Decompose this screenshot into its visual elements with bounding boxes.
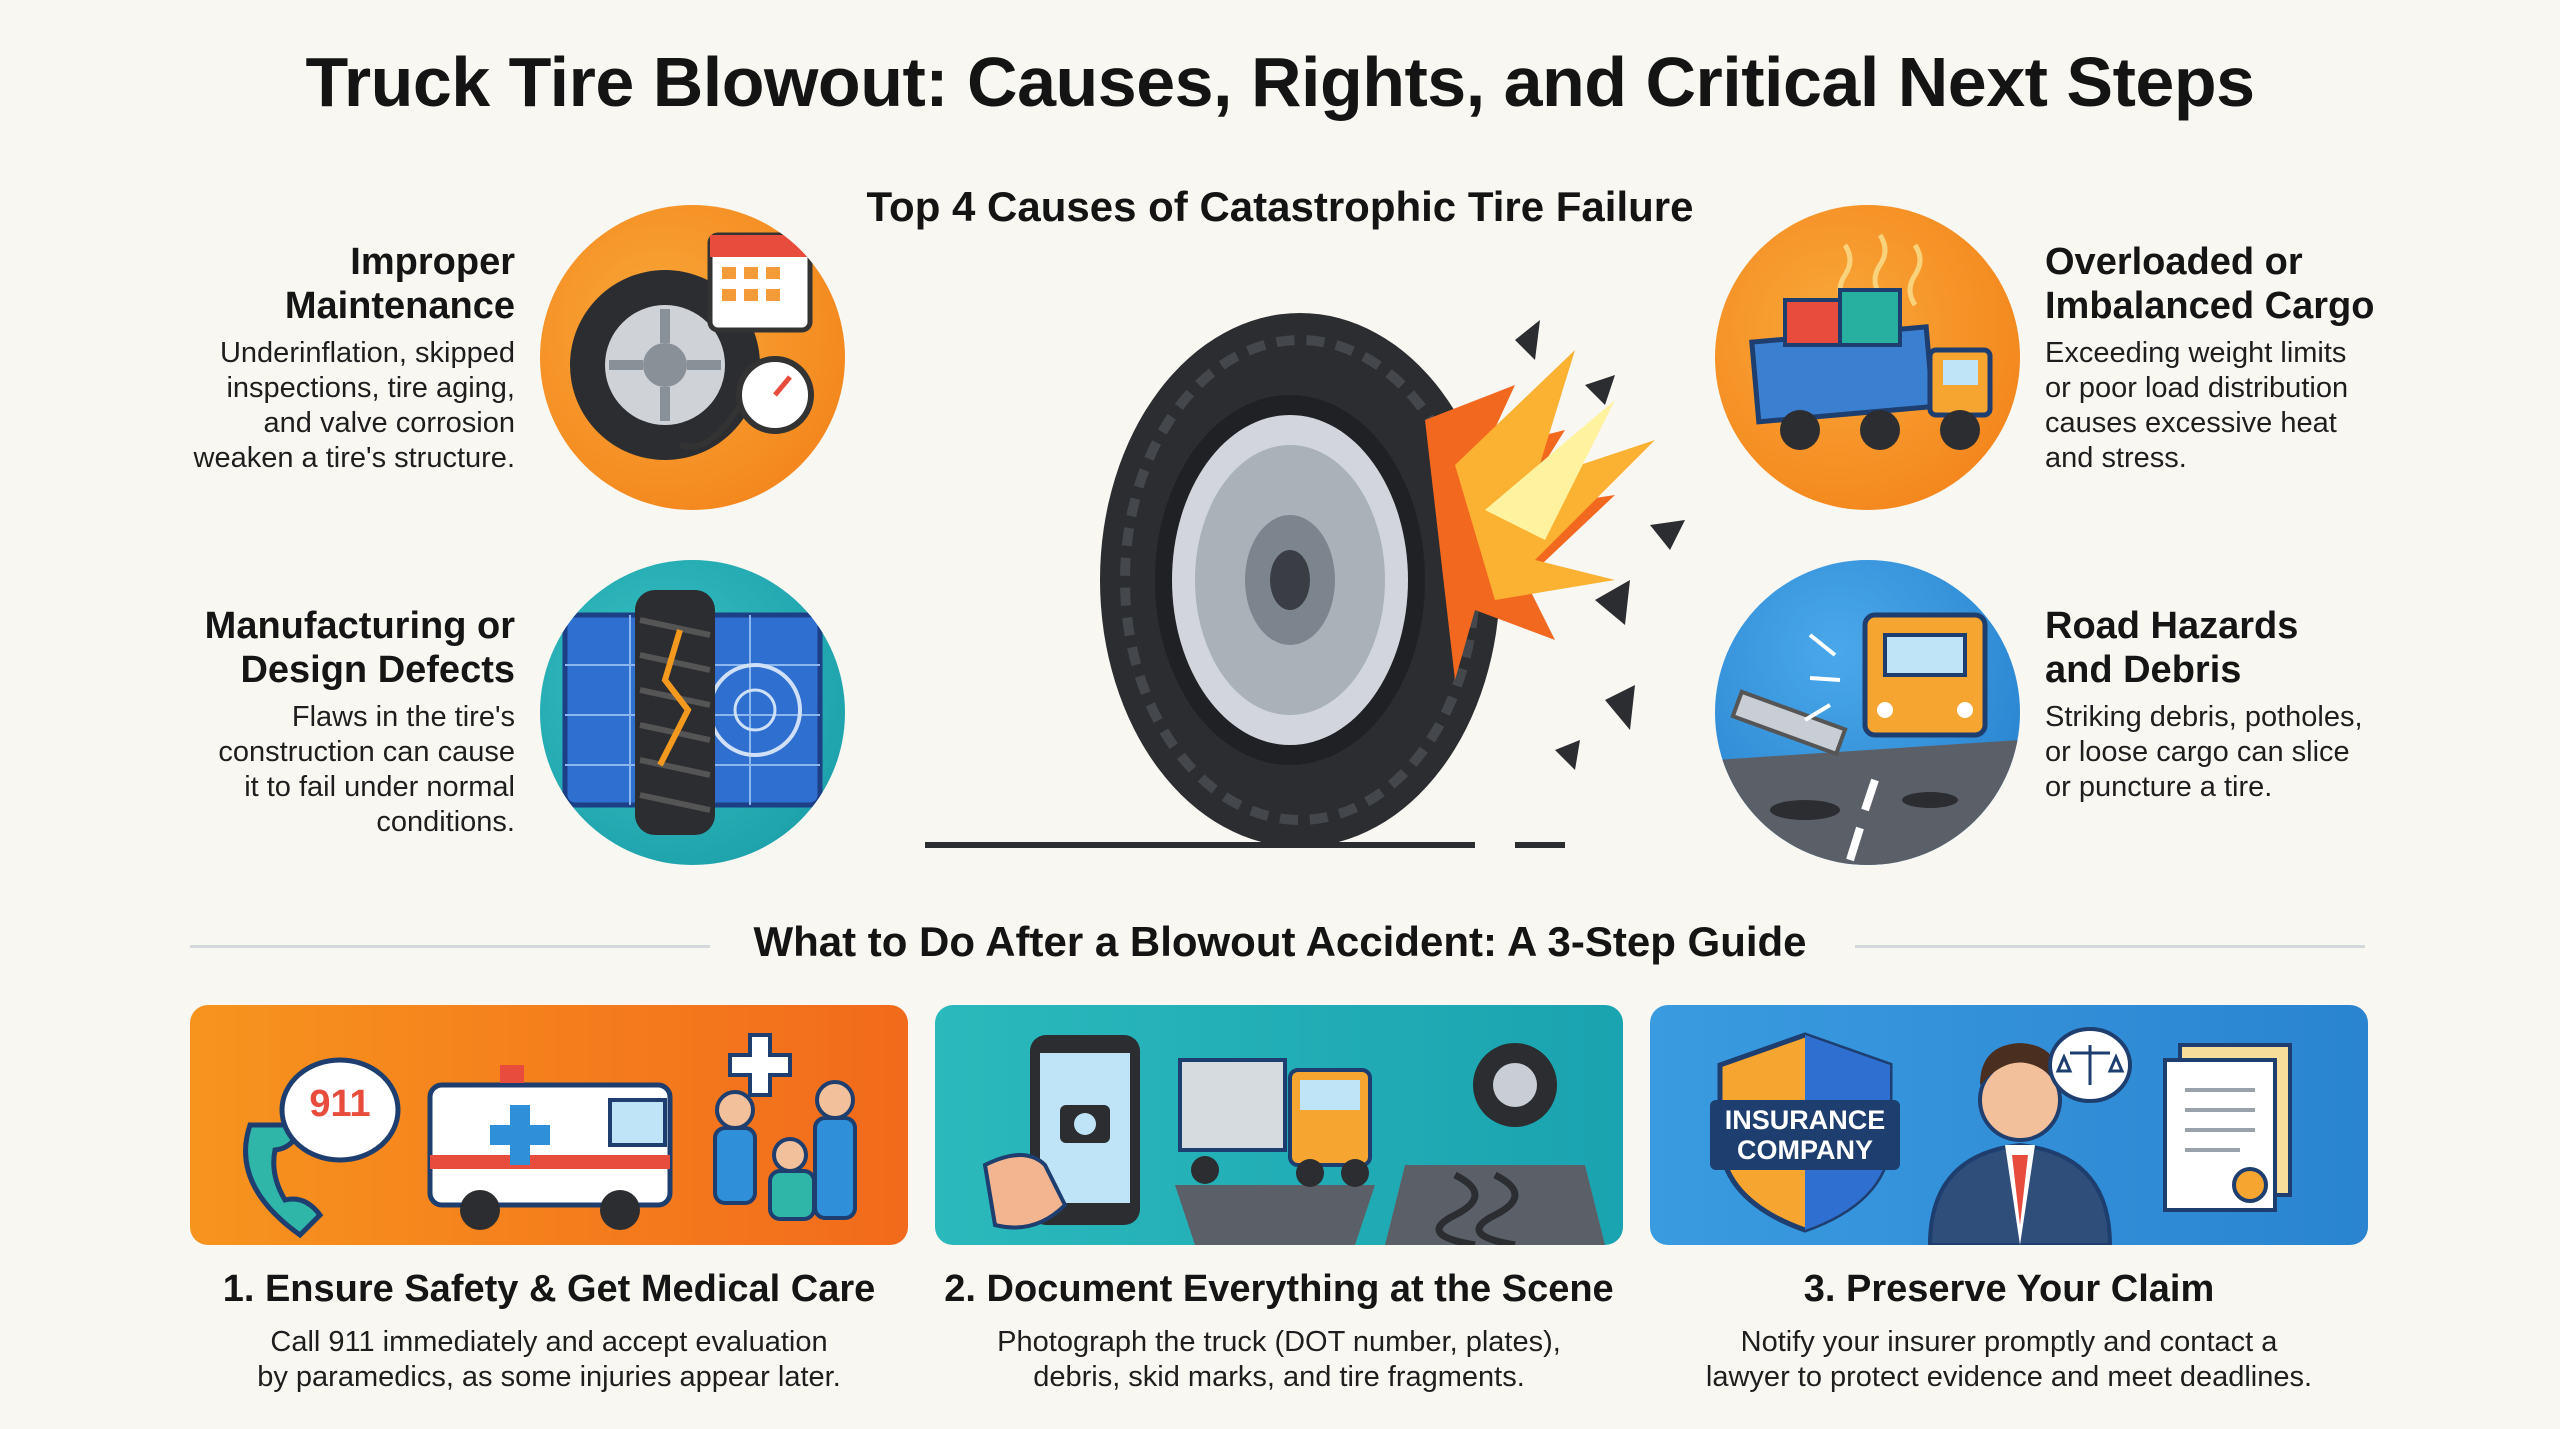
cause-description-line: conditions.: [376, 806, 515, 838]
cause-manufacturing-defects: Manufacturing or Design Defects Flaws in…: [150, 604, 515, 840]
cause-heading: Road Hazards and Debris: [2045, 604, 2465, 692]
step-heading: 1. Ensure Safety & Get Medical Care: [222, 1268, 876, 1310]
cause-description-line: it to fail under normal: [244, 771, 515, 803]
insurance-shield-label: INSURANCE COMPANY: [1710, 1105, 1900, 1165]
step-description-line: Call 911 immediately and accept evaluati…: [270, 1326, 828, 1358]
overloaded-truck-icon: [1715, 205, 2020, 510]
step-description-line: Photograph the truck (DOT number, plates…: [997, 1326, 1561, 1358]
cracked-tire-blueprint-icon: [540, 560, 845, 865]
tire-pressure-gauge-icon: [540, 205, 845, 510]
cause-description-line: or poor load distribution: [2045, 372, 2349, 404]
shield-label-line: COMPANY: [1736, 1135, 1873, 1165]
cause-heading-line: Manufacturing or: [204, 605, 515, 647]
cause-description-line: or puncture a tire.: [2045, 771, 2273, 803]
step-3: 3. Preserve Your Claim Notify your insur…: [1650, 1268, 2368, 1395]
cause-description-line: construction can cause: [218, 736, 515, 768]
blowout-tire-illustration: [915, 280, 1695, 860]
step-description: Notify your insurer promptly and contact…: [1650, 1325, 2368, 1395]
ambulance-paramedics-icon: 911: [190, 1005, 908, 1245]
cause-description-line: and valve corrosion: [263, 407, 515, 439]
cause-description-line: inspections, tire aging,: [226, 372, 515, 404]
cause-description-line: causes excessive heat: [2045, 407, 2337, 439]
cause-heading-line: Road Hazards: [2045, 605, 2299, 647]
cause-overloaded-cargo: Overloaded or Imbalanced Cargo Exceeding…: [2045, 240, 2465, 476]
step-description: Call 911 immediately and accept evaluati…: [190, 1325, 908, 1395]
cause-heading: Overloaded or Imbalanced Cargo: [2045, 240, 2465, 328]
cause-description-line: Flaws in the tire's: [291, 701, 515, 733]
insurance-lawyer-document-icon: INSURANCE COMPANY: [1650, 1005, 2368, 1245]
cause-heading-line: Imbalanced Cargo: [2045, 285, 2375, 327]
camera-phone-scene-icon: [935, 1005, 1623, 1245]
cause-description-line: or loose cargo can slice: [2045, 736, 2350, 768]
step-heading: 3. Preserve Your Claim: [1803, 1268, 2215, 1310]
cause-description: Flaws in the tire's construction can cau…: [150, 700, 515, 840]
cause-description: Striking debris, potholes, or loose carg…: [2045, 700, 2465, 805]
steps-section-title: What to Do After a Blowout Accident: A 3…: [753, 918, 1807, 965]
section-divider: [190, 945, 710, 948]
cause-description: Underinflation, skipped inspections, tir…: [150, 336, 515, 476]
cause-heading-line: Maintenance: [284, 285, 515, 327]
cause-description-line: weaken a tire's structure.: [193, 442, 515, 474]
cause-description-line: Striking debris, potholes,: [2045, 701, 2363, 733]
cause-description-line: Underinflation, skipped: [219, 337, 515, 369]
step-description-line: debris, skid marks, and tire fragments.: [1033, 1361, 1525, 1393]
cause-heading-line: and Debris: [2045, 649, 2242, 691]
road-debris-truck-icon: [1715, 560, 2020, 865]
cause-description-line: Exceeding weight limits: [2045, 337, 2347, 369]
cause-heading: Manufacturing or Design Defects: [150, 604, 515, 692]
shield-label-line: INSURANCE: [1724, 1105, 1886, 1135]
step-description-line: by paramedics, as some injuries appear l…: [257, 1361, 841, 1393]
cause-heading-line: Design Defects: [240, 649, 515, 691]
cause-heading: Improper Maintenance: [150, 240, 515, 328]
step-description: Photograph the truck (DOT number, plates…: [935, 1325, 1623, 1395]
call-911-label: 911: [309, 1083, 371, 1125]
step-1: 1. Ensure Safety & Get Medical Care Call…: [190, 1268, 908, 1395]
cause-heading-line: Improper: [350, 241, 515, 283]
section-divider: [1855, 945, 2365, 948]
step-heading: 2. Document Everything at the Scene: [944, 1268, 1614, 1310]
cause-heading-line: Overloaded or: [2045, 241, 2303, 283]
cause-improper-maintenance: Improper Maintenance Underinflation, ski…: [150, 240, 515, 476]
cause-description: Exceeding weight limits or poor load dis…: [2045, 336, 2465, 476]
step-2: 2. Document Everything at the Scene Phot…: [935, 1268, 1623, 1395]
cause-description-line: and stress.: [2045, 442, 2187, 474]
step-description-line: Notify your insurer promptly and contact…: [1740, 1326, 2278, 1358]
page-title: Truck Tire Blowout: Causes, Rights, and …: [305, 43, 2255, 121]
step-description-line: lawyer to protect evidence and meet dead…: [1705, 1361, 2313, 1393]
cause-road-hazards: Road Hazards and Debris Striking debris,…: [2045, 604, 2465, 805]
causes-section-title: Top 4 Causes of Catastrophic Tire Failur…: [866, 183, 1694, 230]
